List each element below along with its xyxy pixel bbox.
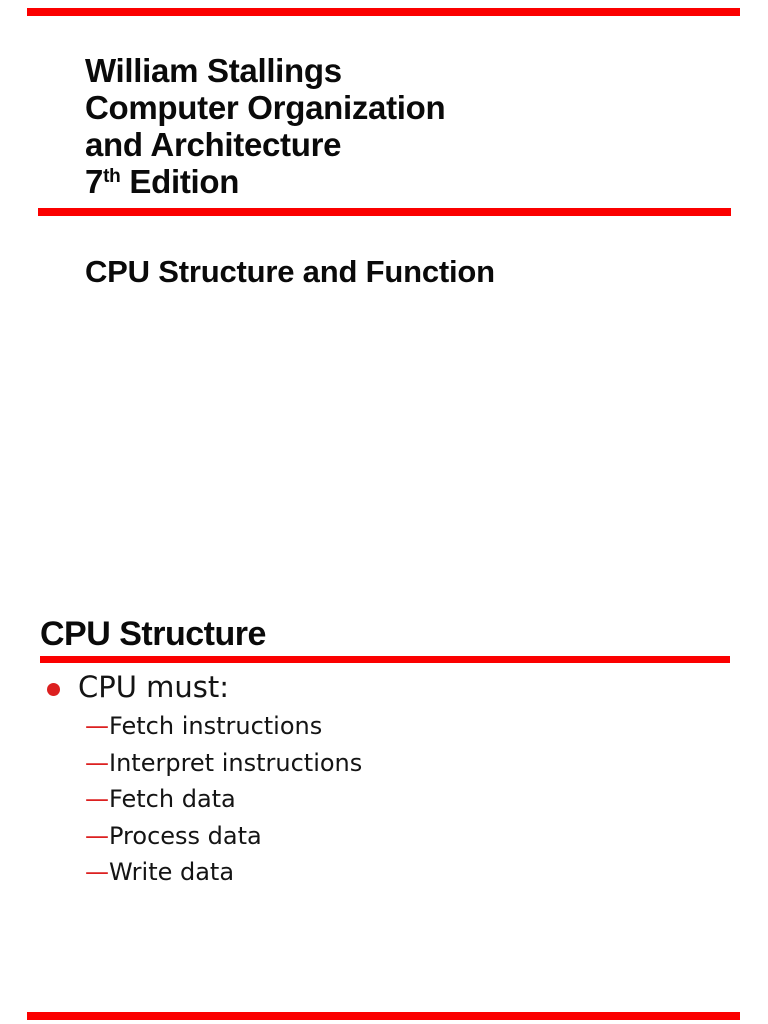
section-heading: CPU Structure xyxy=(40,615,266,653)
sub-bullet-item: —Fetch data xyxy=(85,781,362,818)
adjacent-page-rule-bottom xyxy=(27,1012,740,1020)
title-line-3: and Architecture xyxy=(85,126,342,163)
adjacent-page-rule-top xyxy=(27,8,740,16)
sub-bullet-text: Fetch data xyxy=(109,785,236,814)
sub-bullet-text: Write data xyxy=(109,858,235,887)
section-rule xyxy=(40,656,730,663)
edition-number: 7 xyxy=(85,163,104,200)
title-line-1: William Stallings xyxy=(85,52,342,89)
sub-bullet-list: —Fetch instructions —Interpret instructi… xyxy=(85,708,362,891)
edition-line: 7th Edition xyxy=(85,163,445,206)
slide-title-block: William Stallings Computer Organization … xyxy=(85,52,446,206)
em-dash-icon: — xyxy=(85,858,109,887)
sub-bullet-text: Fetch instructions xyxy=(109,712,323,740)
bullet-text: CPU must: xyxy=(78,670,230,704)
em-dash-icon: — xyxy=(85,748,109,777)
sub-bullet-item: —Process data xyxy=(85,818,362,855)
em-dash-icon: — xyxy=(85,785,109,814)
bullet-dot-icon xyxy=(47,683,60,696)
sub-bullet-text: Interpret instructions xyxy=(109,748,363,777)
title-rule xyxy=(38,208,731,216)
em-dash-icon: — xyxy=(85,821,109,850)
sub-bullet-text: Process data xyxy=(109,821,262,850)
slide-subtitle: CPU Structure and Function xyxy=(85,254,495,289)
edition-superscript: th xyxy=(103,166,121,187)
sub-bullet-item: —Write data xyxy=(85,854,362,891)
edition-word: Edition xyxy=(129,163,240,200)
title-line-2: Computer Organization xyxy=(85,89,446,126)
em-dash-icon: — xyxy=(85,712,109,740)
sub-bullet-item: —Interpret instructions xyxy=(85,745,362,782)
sub-bullet-item: —Fetch instructions xyxy=(85,708,362,745)
